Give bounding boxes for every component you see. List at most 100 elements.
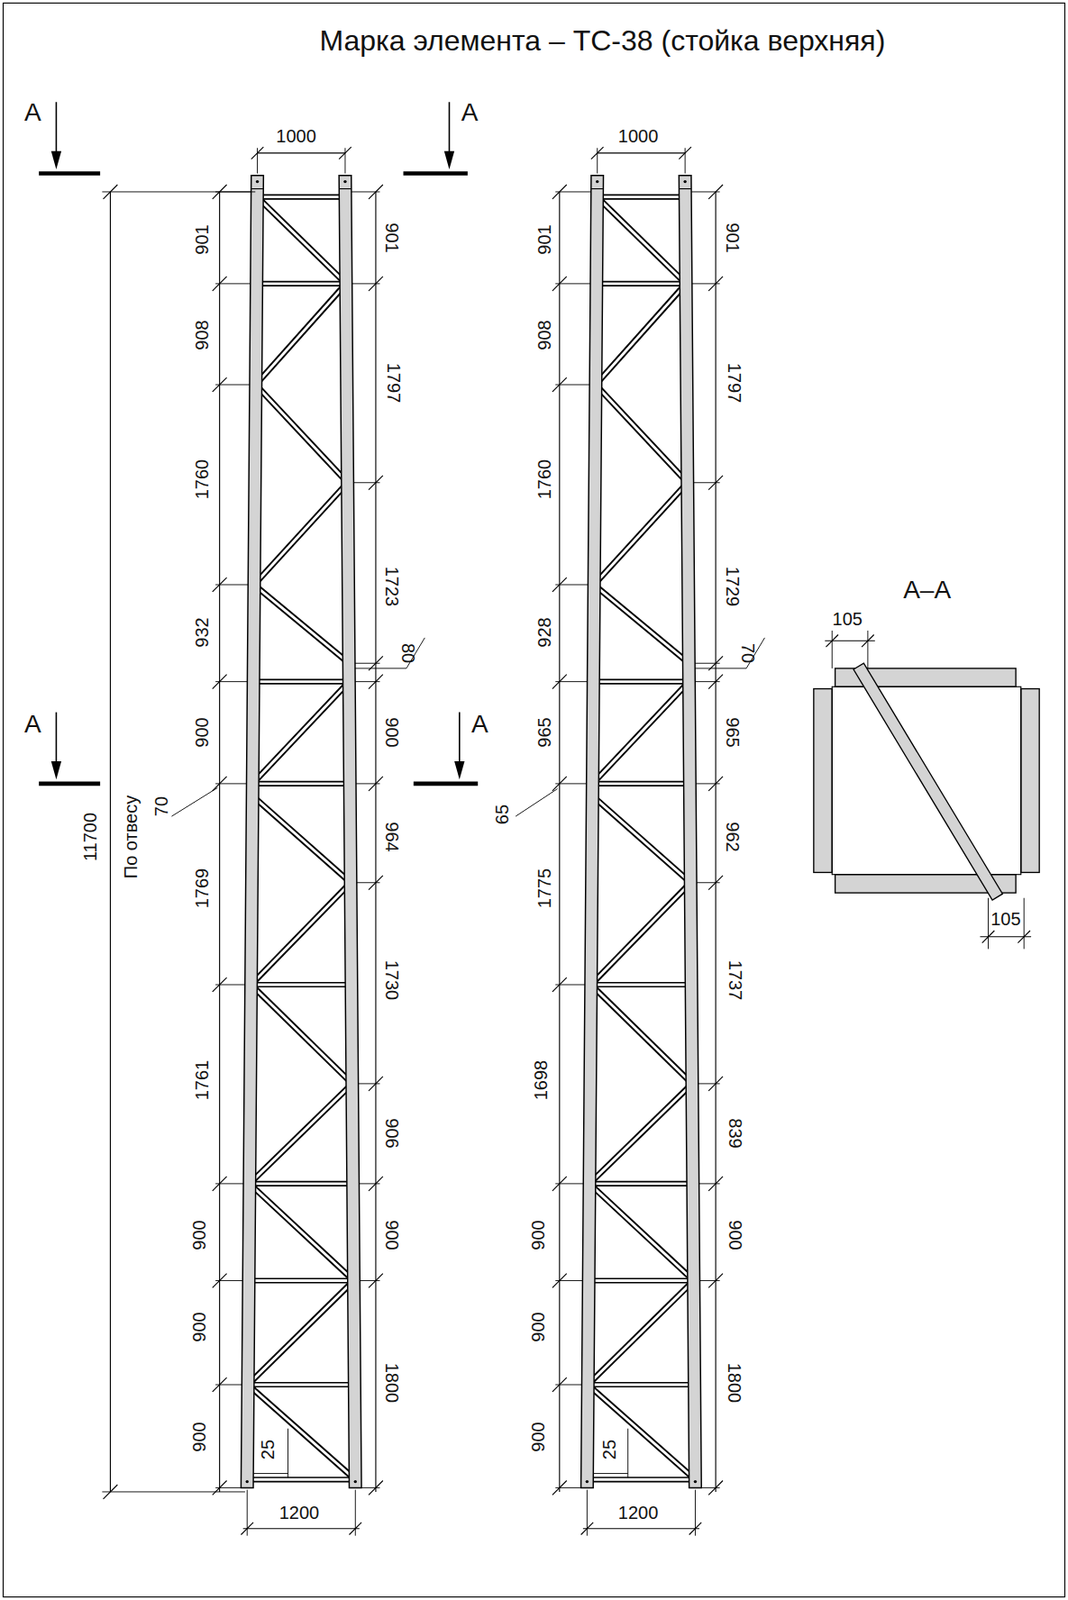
dimension-text: 900 <box>190 1220 209 1251</box>
diagonal-brace <box>249 1084 353 1185</box>
drawing-line <box>867 630 868 669</box>
diagonal-brace <box>592 795 691 883</box>
diagonal-brace <box>587 1385 695 1480</box>
diagonal-brace <box>591 985 693 1085</box>
chord-cap <box>338 188 352 190</box>
strut <box>601 284 681 287</box>
drawing-line <box>689 1523 703 1536</box>
dimension-text: 1730 <box>383 959 402 1001</box>
extension-line <box>692 282 721 284</box>
dimension-text: 1760 <box>535 459 554 501</box>
strut <box>592 1477 691 1479</box>
drawing-line <box>1023 898 1025 950</box>
dimension-text: 900 <box>383 1220 402 1251</box>
diagonal-brace <box>591 883 691 986</box>
extension-line <box>555 783 586 785</box>
extension-line <box>699 1280 720 1282</box>
extension-line <box>698 1083 721 1085</box>
diagonal-brace <box>247 1385 356 1480</box>
diagonal-brace <box>595 283 686 385</box>
strut <box>601 281 681 283</box>
channel-section <box>813 689 832 874</box>
dimension-text: 900 <box>192 718 211 749</box>
dimension-text: 70 <box>739 643 758 664</box>
dimension-text: 1800 <box>383 1363 402 1405</box>
dimension-text: 1760 <box>192 459 211 501</box>
extension-line <box>696 882 721 884</box>
section-letter: А <box>461 100 479 126</box>
section-letter: А <box>471 712 489 738</box>
extension-line <box>358 1183 380 1185</box>
diagonal-brace <box>593 483 688 585</box>
dimension-text: 962 <box>723 821 742 852</box>
strut <box>593 1277 689 1280</box>
extension-line <box>699 1183 721 1185</box>
bolt-hole <box>693 1480 697 1484</box>
drawing-line <box>861 635 875 649</box>
diagonal-brace <box>252 682 349 785</box>
strut <box>597 781 685 784</box>
dimension-text: 900 <box>529 1422 548 1452</box>
diagonal-brace <box>251 985 353 1085</box>
dimension-text: 105 <box>832 610 863 629</box>
drawing-line <box>101 1491 246 1493</box>
dimension-text: 901 <box>723 222 742 253</box>
extension-line <box>215 1487 241 1489</box>
diagonal-brace <box>592 682 689 785</box>
diagonal-brace <box>256 197 347 284</box>
diagonal-brace <box>252 682 349 785</box>
section-mark <box>403 171 468 176</box>
strut <box>595 985 686 988</box>
leader-line <box>515 789 557 818</box>
extension-line <box>361 1487 380 1489</box>
dimension-text: 901 <box>192 225 211 256</box>
section-arrow <box>448 101 451 156</box>
leader-line <box>627 1429 629 1479</box>
extension-line <box>352 282 381 284</box>
strut <box>258 683 345 685</box>
dimension-text: 906 <box>383 1118 402 1149</box>
diagonal-brace <box>595 384 688 484</box>
dimension-line <box>257 152 346 154</box>
diagonal-brace <box>592 682 689 785</box>
chord <box>581 175 604 1489</box>
strut <box>261 281 341 283</box>
drawing-line <box>338 146 352 160</box>
diagonal-brace <box>587 1280 694 1386</box>
extension-line <box>215 783 247 785</box>
dimension-text: 965 <box>723 718 742 749</box>
drawing-line <box>831 630 833 669</box>
strut <box>594 1181 688 1184</box>
diagonal-brace <box>249 1184 355 1282</box>
drawing-line <box>825 635 839 649</box>
dimension-line <box>597 152 685 154</box>
dimension-text: 70 <box>152 796 171 817</box>
extension-line <box>215 1280 243 1282</box>
dimension-text: 1698 <box>531 1059 550 1101</box>
section-arrow <box>51 761 62 780</box>
extension-line <box>694 663 721 665</box>
dimension-line <box>219 191 220 1493</box>
dimension-text: 1000 <box>275 127 317 146</box>
strut <box>593 1282 689 1285</box>
drawing-line <box>251 146 265 160</box>
drawing-line <box>982 931 995 944</box>
diagonal-brace <box>589 1084 693 1185</box>
diagonal-brace <box>252 795 351 883</box>
section-letter: А <box>24 712 42 738</box>
dimension-text: 1200 <box>279 1504 320 1523</box>
extension-line <box>356 783 380 785</box>
bolt-hole <box>354 1480 357 1484</box>
section-letter: А <box>24 100 42 126</box>
extension-line <box>359 1280 380 1282</box>
dimension-text: 901 <box>535 225 554 256</box>
dimension-text: 964 <box>383 821 402 852</box>
leader-line <box>171 787 218 817</box>
strut <box>257 781 346 784</box>
drawing-line <box>103 1485 119 1500</box>
diagonal-brace <box>255 283 347 385</box>
dimension-text: 25 <box>600 1440 619 1461</box>
strut <box>262 198 340 201</box>
diagonal-brace <box>254 483 348 585</box>
